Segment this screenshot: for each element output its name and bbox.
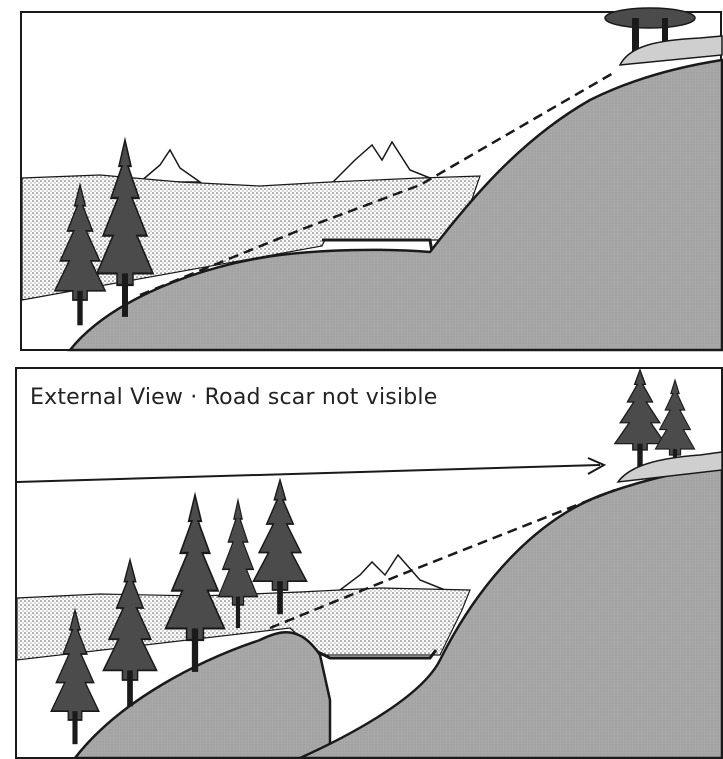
bottom-panel: External View · Road scar not visible xyxy=(16,368,722,758)
bottom-caption: External View · Road scar not visible xyxy=(30,385,437,410)
top-panel xyxy=(21,8,722,350)
